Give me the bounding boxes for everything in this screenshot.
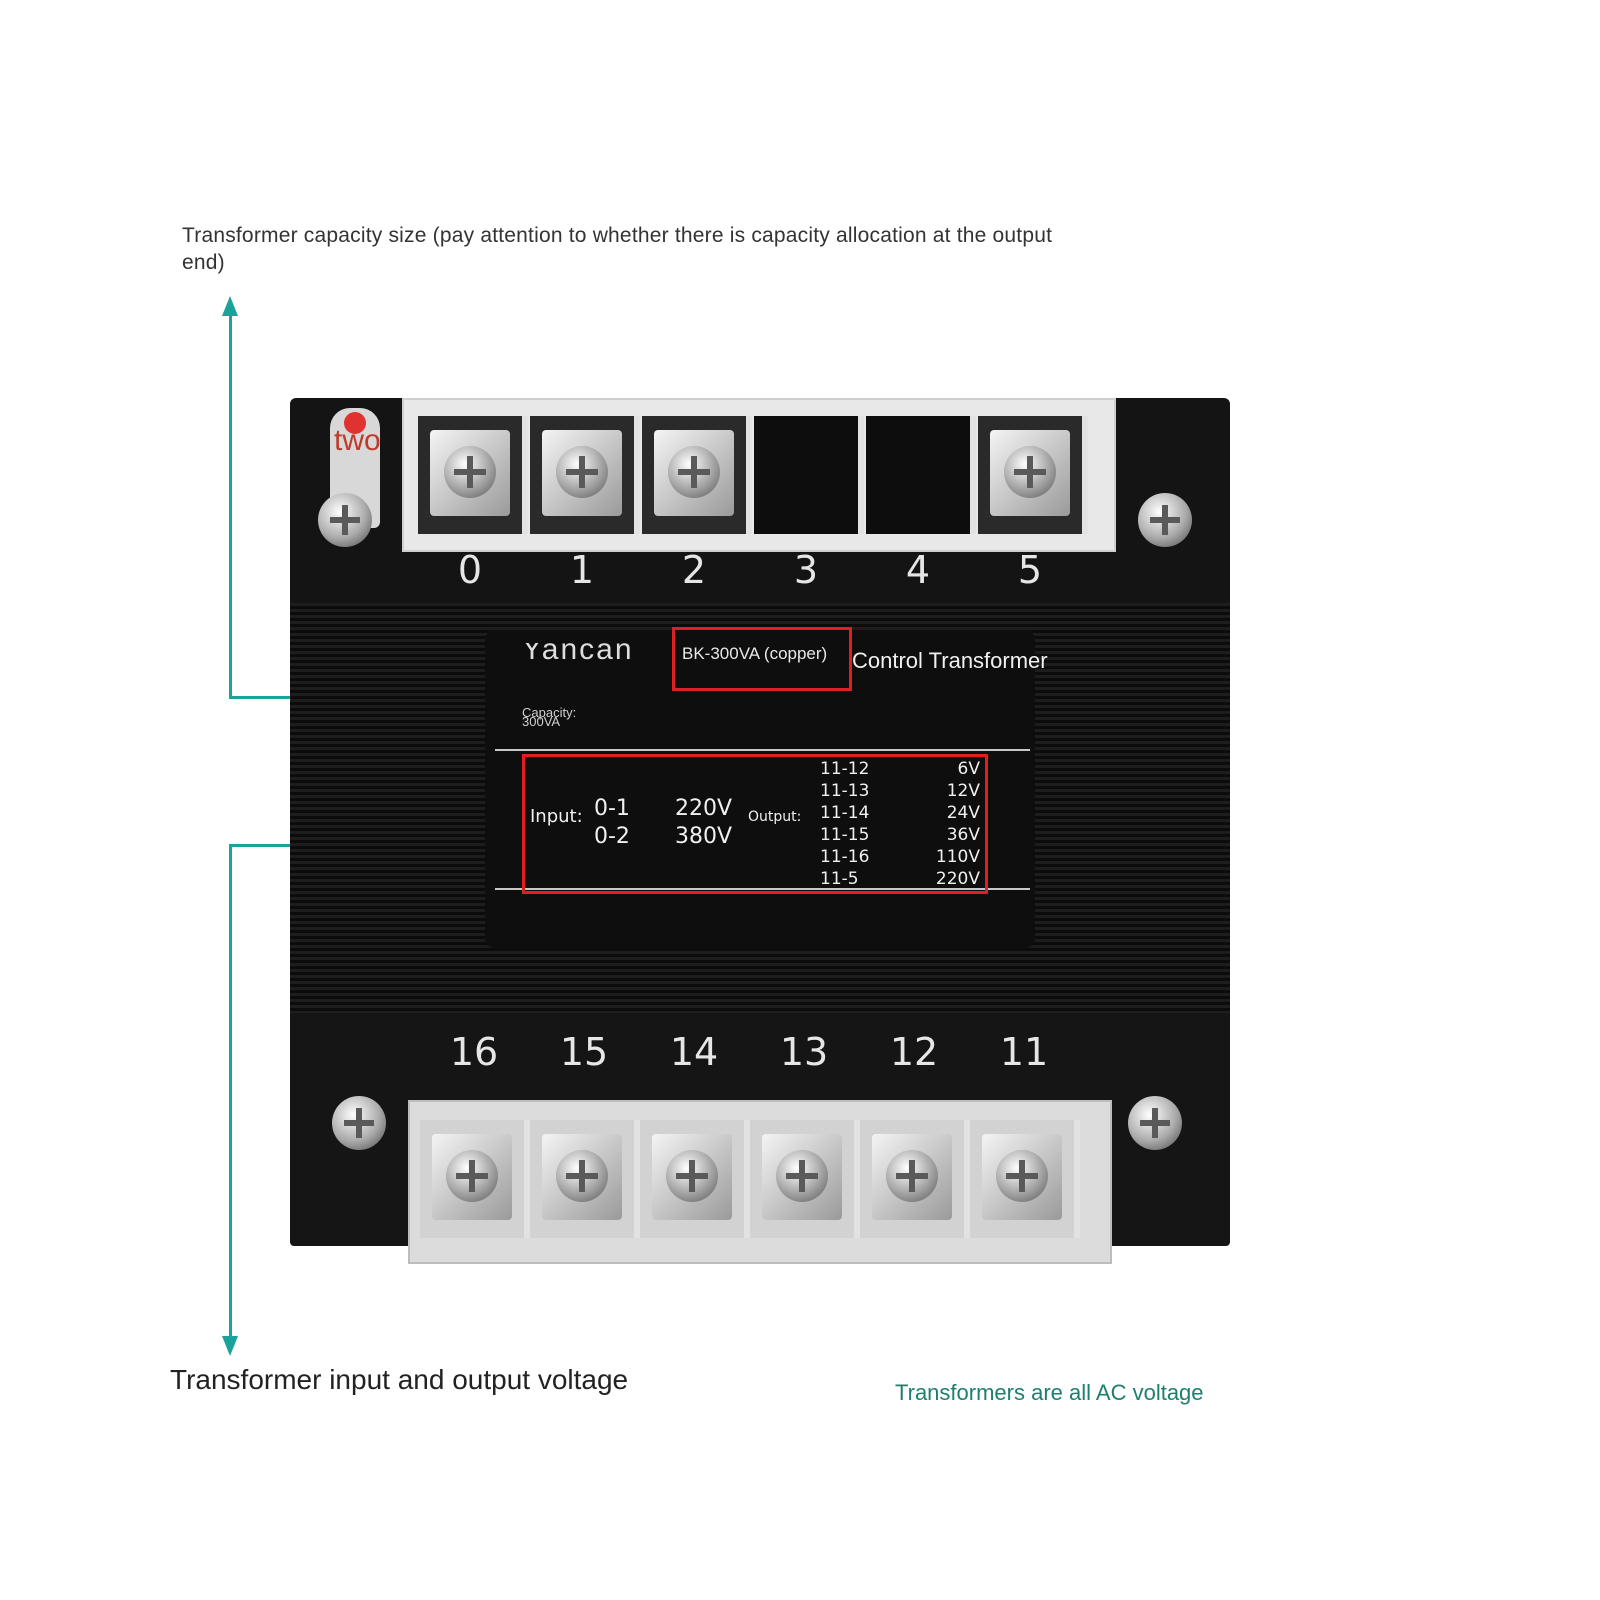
control-transformer: two 0 1 2 3 4 5 Yancan BK-300VA (coppe xyxy=(290,398,1230,1264)
output-terminals: 11-15 xyxy=(820,825,870,845)
output-terminals: 11-13 xyxy=(820,781,870,801)
terminal-0[interactable] xyxy=(418,416,528,534)
terminal-number: 5 xyxy=(1017,548,1043,592)
ground-label: two xyxy=(334,424,381,457)
transformer-type: Control Transformer xyxy=(852,648,1048,673)
input-voltage: 220V xyxy=(675,796,733,821)
screw-icon xyxy=(666,1150,718,1202)
screw-icon xyxy=(556,446,608,498)
top-terminal-strip xyxy=(402,398,1116,552)
screw-icon xyxy=(556,1150,608,1202)
screw-icon xyxy=(1004,446,1056,498)
callout-line-voltage-vertical xyxy=(229,844,232,1338)
screw-icon xyxy=(776,1150,828,1202)
capacity-value: 300VA xyxy=(522,714,561,729)
terminal-14[interactable] xyxy=(640,1120,750,1238)
input-voltage: 380V xyxy=(675,824,733,849)
terminal-number: 11 xyxy=(999,1030,1049,1074)
output-terminals: 11-16 xyxy=(820,847,870,867)
bottom-terminal-strip xyxy=(408,1100,1112,1264)
terminal-number: 14 xyxy=(669,1030,719,1074)
capacity-caption: Transformer capacity size (pay attention… xyxy=(182,224,1053,274)
input-label: Input: xyxy=(530,806,583,827)
callout-line-capacity-vertical xyxy=(229,314,232,698)
model-number: BK-300VA (copper) xyxy=(682,644,828,663)
terminal-number: 2 xyxy=(681,548,707,592)
nameplate-divider xyxy=(495,749,1030,751)
terminal-16[interactable] xyxy=(420,1120,530,1238)
terminal-15[interactable] xyxy=(530,1120,640,1238)
screw-icon xyxy=(886,1150,938,1202)
output-voltage: 12V xyxy=(946,781,980,801)
model-highlight-box xyxy=(672,627,852,691)
output-terminals: 11-5 xyxy=(820,869,859,889)
input-terminals: 0-2 xyxy=(594,824,630,849)
voltage-highlight-box xyxy=(522,754,988,894)
terminal-2[interactable] xyxy=(642,416,752,534)
output-terminals: 11-12 xyxy=(820,759,870,779)
output-voltage: 24V xyxy=(946,803,980,823)
arrow-down-icon xyxy=(222,1336,238,1356)
mount-screw-icon xyxy=(1128,1096,1182,1150)
terminal-4-empty xyxy=(866,416,976,534)
terminal-3-empty xyxy=(754,416,864,534)
terminal-5[interactable] xyxy=(978,416,1088,534)
terminal-number: 4 xyxy=(905,548,931,592)
screw-icon xyxy=(446,1150,498,1202)
mount-screw-icon xyxy=(1138,493,1192,547)
terminal-number: 13 xyxy=(779,1030,829,1074)
ac-voltage-note: Transformers are all AC voltage xyxy=(895,1380,1204,1405)
arrow-up-icon xyxy=(222,296,238,316)
nameplate xyxy=(485,630,1035,948)
screw-icon xyxy=(668,446,720,498)
voltage-caption: Transformer input and output voltage xyxy=(170,1364,629,1395)
terminal-number: 16 xyxy=(449,1030,499,1074)
capacity-label: Capacity: xyxy=(522,705,577,720)
output-voltage: 220V xyxy=(935,869,980,889)
ground-indicator-dot xyxy=(344,412,366,434)
screw-icon xyxy=(444,446,496,498)
terminal-12[interactable] xyxy=(860,1120,970,1238)
input-terminals: 0-1 xyxy=(594,796,630,821)
terminal-number: 0 xyxy=(457,548,483,592)
brand-logo: Yancan xyxy=(522,643,634,665)
terminal-number: 12 xyxy=(889,1030,939,1074)
nameplate-divider xyxy=(495,888,1030,890)
output-terminals: 11-14 xyxy=(820,803,870,823)
mount-screw-icon xyxy=(332,1096,386,1150)
output-label: Output: xyxy=(748,809,802,825)
terminal-number: 1 xyxy=(569,548,595,592)
output-voltage: 36V xyxy=(946,825,980,845)
output-voltage: 6V xyxy=(957,759,980,779)
mount-screw-icon xyxy=(318,493,372,547)
terminal-11[interactable] xyxy=(970,1120,1080,1238)
terminal-13[interactable] xyxy=(750,1120,860,1238)
terminal-number: 3 xyxy=(793,548,819,592)
terminal-number: 15 xyxy=(559,1030,609,1074)
terminal-1[interactable] xyxy=(530,416,640,534)
ground-terminal xyxy=(330,408,380,528)
output-voltage: 110V xyxy=(935,847,980,867)
screw-icon xyxy=(996,1150,1048,1202)
